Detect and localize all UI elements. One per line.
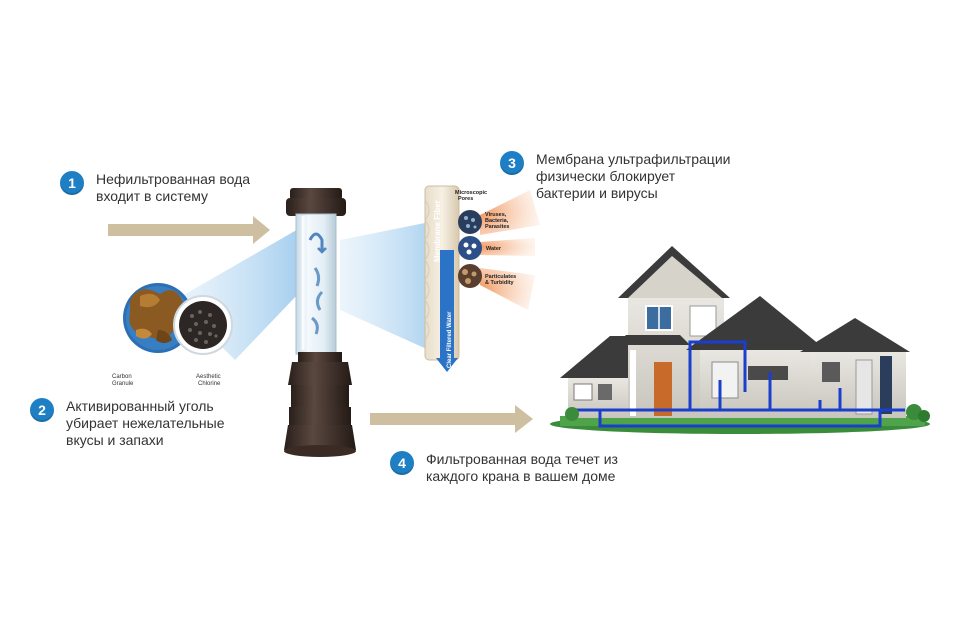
carbon-magnifier [123,283,233,355]
membrane-beam [340,220,440,355]
particulates-label: Particulates& Turbidity [485,274,516,286]
water-pipes [575,340,905,428]
step-4-text: Фильтрованная вода течет из каждого кран… [426,451,618,484]
membrane-fiber-label: Membrane Fiber [433,200,442,262]
membrane-fiber: Membrane Fiber Clear Filtered Water Micr… [424,185,540,372]
outflow-arrow [370,405,533,433]
step-2-text: Активированный уголь убирает нежелательн… [66,398,225,448]
step-3-badge: 3 [500,151,524,175]
step-1-badge: 1 [60,171,84,195]
water-label: Water [486,246,502,252]
step-3-text: Мембрана ультрафильтрации физически блок… [536,151,731,201]
filter-cartridge [284,188,356,457]
step-4-badge: 4 [390,451,414,475]
step-3: 3 Мембрана ультрафильтрации физически бл… [500,151,730,202]
step-2: 2 Активированный уголь убирает нежелател… [30,398,225,449]
inflow-arrow [108,216,270,244]
step-4: 4 Фильтрованная вода течет из каждого кр… [390,451,618,485]
step-1-text: Нефильтрованная вода входит в систему [96,171,251,204]
step-1: 1 Нефильтрованная вода входит в систему [60,171,250,205]
step-2-badge: 2 [30,398,54,422]
clear-filtered-water-label: Clear Filtered Water [447,311,453,368]
house-illustration [550,246,930,434]
viruses-label: Viruses,Bacteria,Parasites [485,212,509,230]
